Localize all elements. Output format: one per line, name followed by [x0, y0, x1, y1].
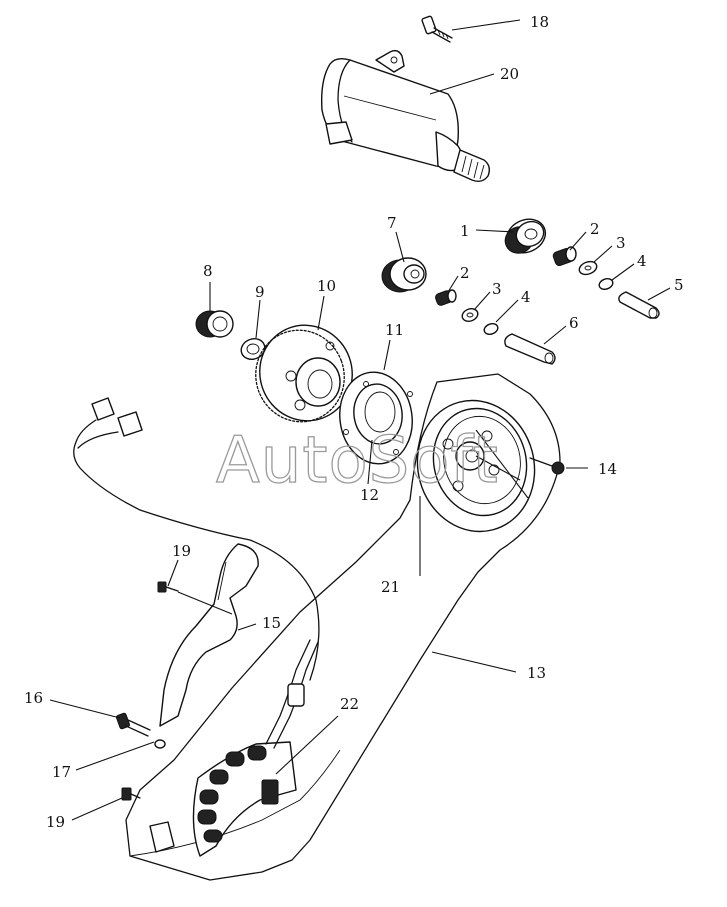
callout-2-left: 2	[460, 264, 470, 282]
part-5-shaft	[618, 291, 660, 319]
callout-13: 13	[527, 664, 546, 682]
callout-4-right: 4	[637, 252, 647, 270]
part-18-bolt	[421, 15, 453, 43]
part-13-cover	[125, 373, 561, 881]
callout-5: 5	[674, 276, 684, 294]
part-10-starter-gear	[255, 324, 353, 423]
callout-7: 7	[387, 214, 397, 232]
part-4-circlip-right	[598, 278, 614, 290]
callout-6: 6	[569, 314, 579, 332]
part-16-bolt	[115, 712, 151, 737]
part-6-shaft	[504, 333, 556, 365]
callout-4-left: 4	[521, 288, 531, 306]
callout-17: 17	[52, 763, 71, 781]
part-20-starter-motor	[320, 49, 491, 183]
callout-16: 16	[24, 689, 43, 707]
part-3-washer-left	[461, 308, 479, 322]
part-19-screw-bottom	[121, 787, 141, 801]
part-7-gear	[381, 257, 427, 293]
callout-15: 15	[262, 614, 281, 632]
part-4-circlip-left	[483, 323, 499, 335]
callout-9: 9	[255, 283, 265, 301]
callout-3-left: 3	[492, 280, 502, 298]
callout-10: 10	[317, 277, 336, 295]
callout-1: 1	[460, 222, 470, 240]
part-22-stator	[149, 639, 319, 857]
callout-21: 21	[381, 578, 400, 596]
callout-3-right: 3	[616, 234, 626, 252]
part-2-bearing-right	[552, 246, 577, 267]
callout-19-top: 19	[172, 542, 191, 560]
part-11-clutch-plate	[339, 371, 413, 465]
callout-labels: 18 20 1 2 3 4 5 7 2 3 4 6 8 9 10 11 12 1…	[24, 13, 684, 831]
callout-20: 20	[500, 65, 519, 83]
callout-22: 22	[340, 695, 359, 713]
leader-lines	[49, 19, 671, 821]
callout-2-right: 2	[590, 220, 600, 238]
part-9-washer	[240, 338, 266, 360]
part-17-washer	[154, 739, 166, 749]
wiring-harness	[73, 397, 320, 681]
part-3-washer-right	[578, 260, 598, 276]
part-21-flywheel	[416, 399, 536, 533]
callout-11: 11	[385, 321, 404, 339]
part-2-bearing-left	[435, 289, 457, 306]
part-1-gear	[504, 218, 547, 254]
part-19-screw-top	[157, 581, 179, 593]
callout-19-bottom: 19	[46, 813, 65, 831]
callout-12: 12	[360, 486, 379, 504]
part-14-bolt	[529, 457, 565, 475]
callout-8: 8	[203, 262, 213, 280]
part-8-bearing	[195, 310, 234, 338]
callout-14: 14	[598, 460, 617, 478]
callout-18: 18	[530, 13, 549, 31]
watermark-text: AutoSoft	[216, 424, 499, 498]
part-15-bracket	[159, 543, 259, 727]
